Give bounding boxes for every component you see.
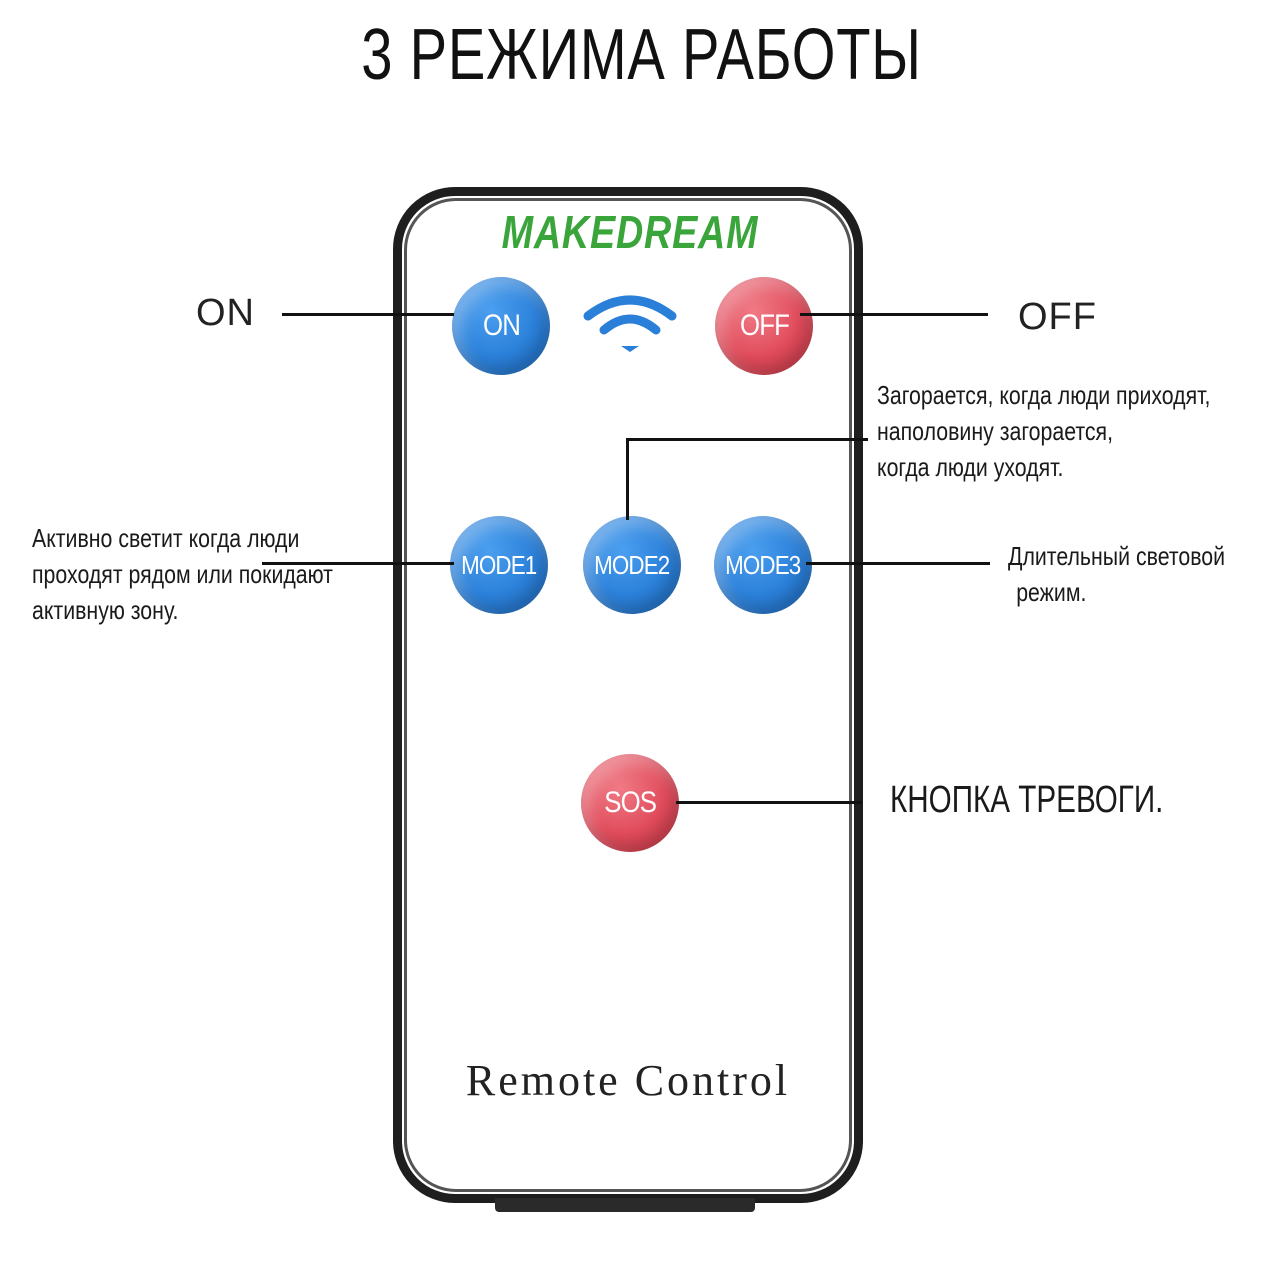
connector-mode3: [806, 562, 990, 565]
wifi-signal-icon: [583, 295, 677, 352]
mode3-button-label: MODE3: [725, 549, 801, 580]
remote-bottom-tab: [495, 1198, 755, 1212]
mode3-button[interactable]: MODE3: [714, 516, 812, 614]
brand-logo: MAKEDREAM: [501, 206, 759, 258]
callout-mode2-line: Загорается, когда люди приходят,: [877, 380, 1211, 410]
callout-mode1-line: проходят рядом или покидают: [32, 559, 333, 589]
callout-mode1-line: активную зону.: [32, 595, 179, 625]
callout-mode2-line: наполовину загорается,: [877, 416, 1114, 446]
remote-control-label: Remote Control: [465, 1056, 791, 1105]
on-button[interactable]: ON: [452, 277, 550, 375]
connector-mode1: [262, 562, 454, 565]
callout-off: OFF: [1018, 296, 1097, 338]
sos-button-label: SOS: [604, 786, 657, 819]
connector-mode2-horizontal: [626, 438, 868, 441]
callout-mode1: Активно светит когда люди проходят рядом…: [32, 520, 333, 628]
off-button-label: OFF: [739, 309, 789, 342]
connector-mode2-vertical: [626, 438, 629, 520]
callout-sos: КНОПКА ТРЕВОГИ.: [890, 779, 1164, 821]
mode1-button[interactable]: MODE1: [450, 516, 548, 614]
off-button[interactable]: OFF: [715, 277, 813, 375]
callout-mode1-line: Активно светит когда люди: [32, 523, 300, 553]
on-button-label: ON: [482, 309, 521, 342]
connector-sos: [676, 801, 862, 804]
page-title: 3 РЕЖИМА РАБОТЫ: [361, 15, 922, 95]
mode2-button-label: MODE2: [594, 549, 670, 580]
mode2-button[interactable]: MODE2: [583, 516, 681, 614]
callout-mode2-line: когда люди уходят.: [877, 452, 1064, 482]
callout-mode3-line: режим.: [1016, 577, 1087, 607]
callout-mode3-line: Длительный световой: [1008, 541, 1226, 571]
callout-on: ON: [196, 292, 255, 334]
connector-on: [282, 313, 454, 316]
connector-off: [800, 313, 988, 316]
callout-mode2: Загорается, когда люди приходят, наполов…: [877, 377, 1210, 485]
callout-mode3: Длительный световой режим.: [1008, 538, 1225, 610]
sos-button[interactable]: SOS: [581, 754, 679, 852]
mode1-button-label: MODE1: [461, 549, 537, 580]
